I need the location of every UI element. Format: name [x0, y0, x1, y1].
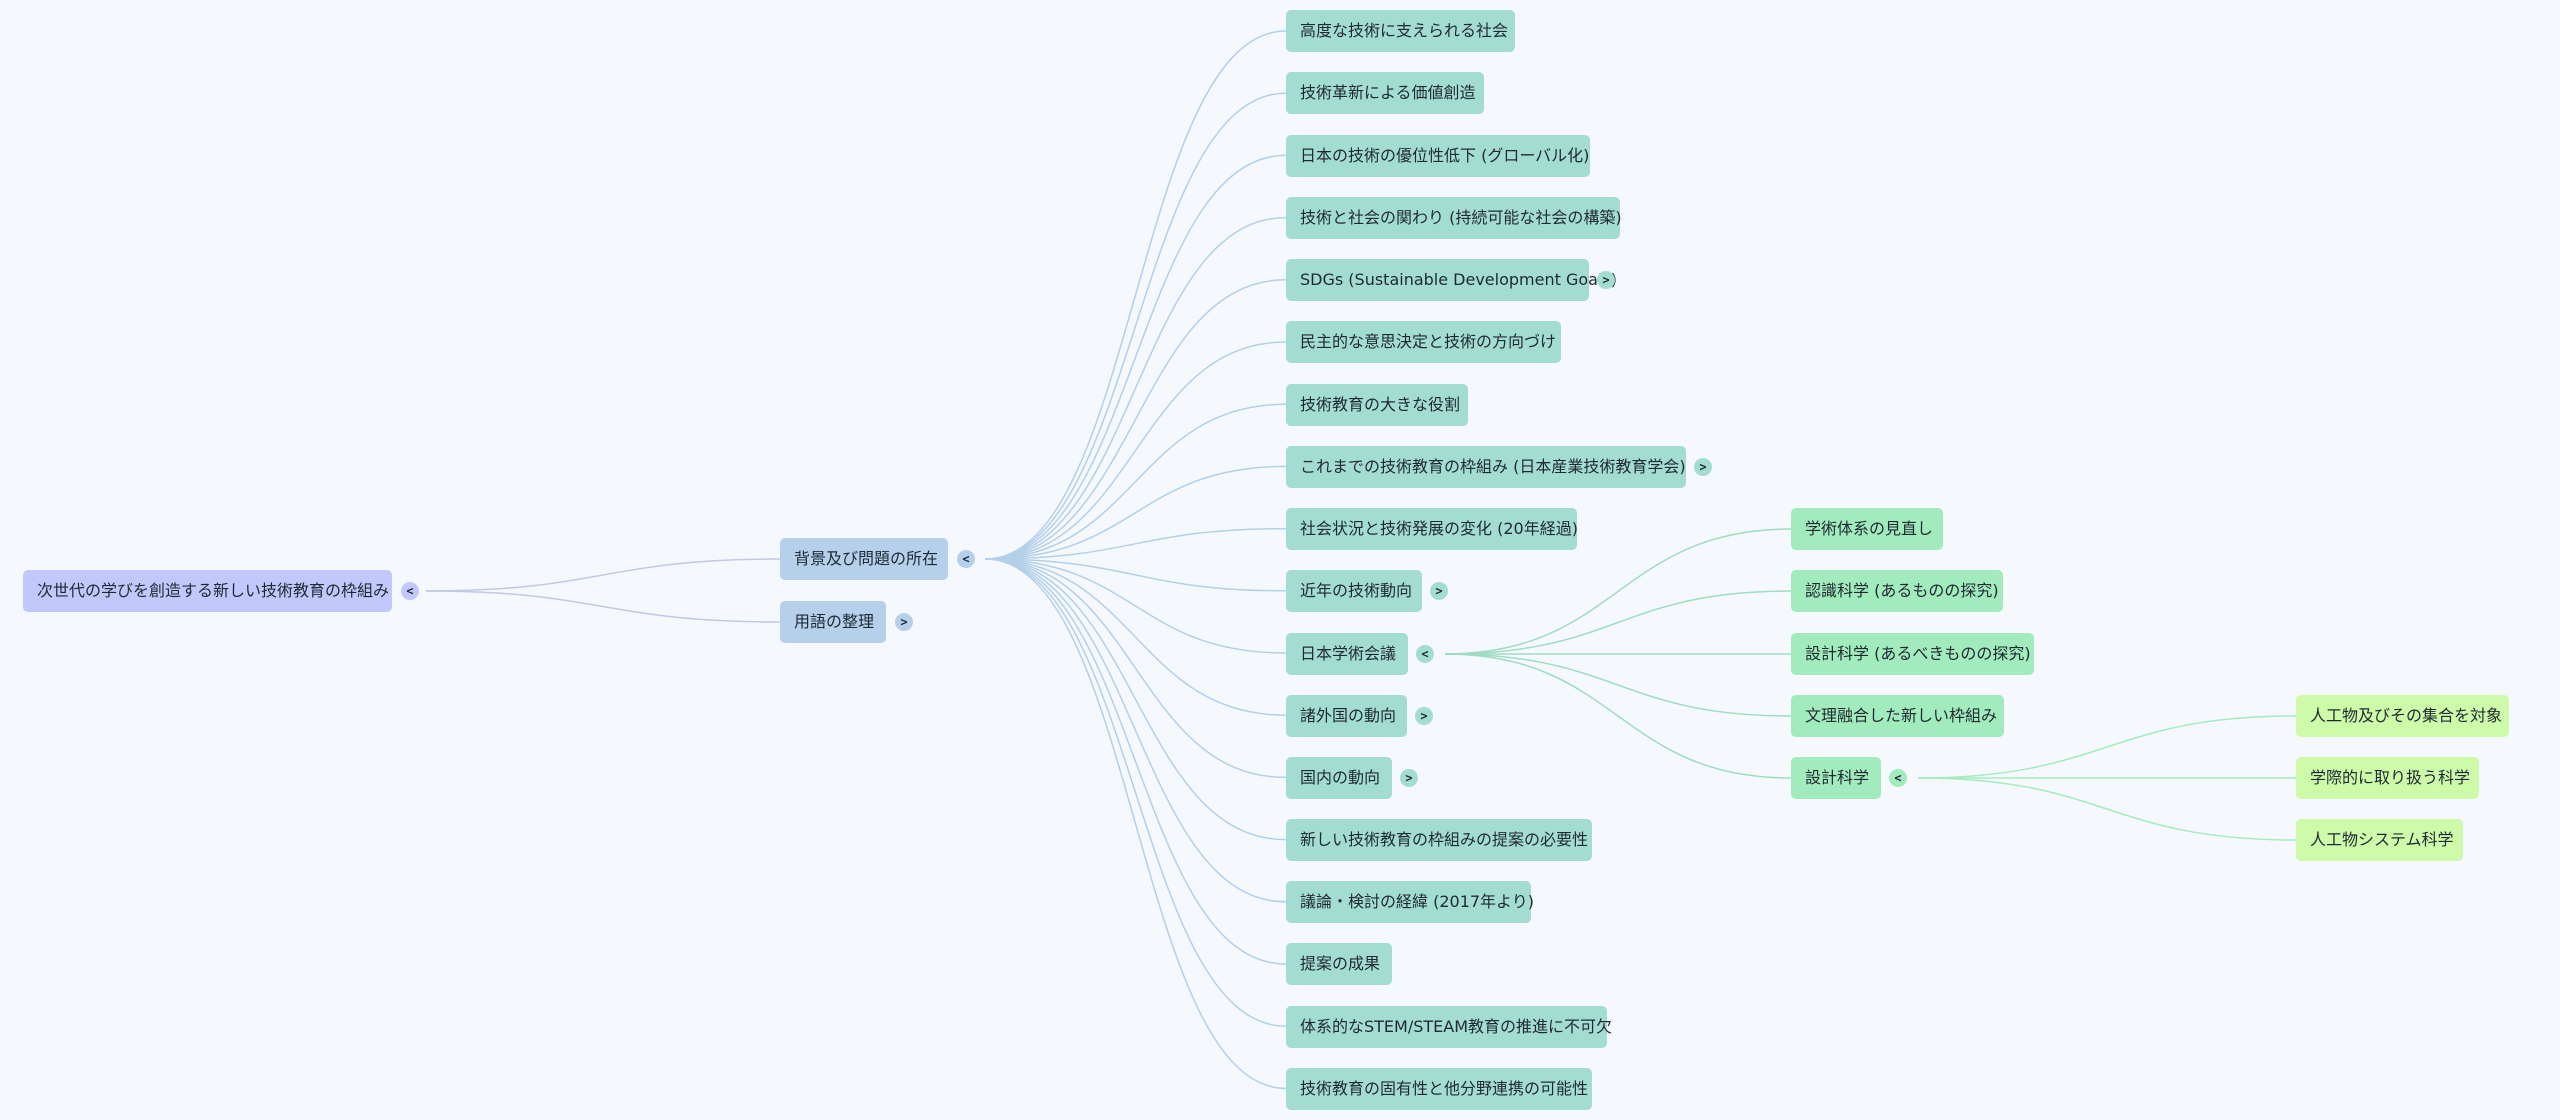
link-background-to-item-10: [984, 558, 1287, 592]
link-background-to-item-17: [984, 558, 1287, 1027]
link-background-to-item-6: [984, 341, 1287, 560]
node-council-item-4[interactable]: 文理融合した新しい枠組み: [1791, 695, 2004, 737]
link-background-to-item-9: [984, 527, 1287, 560]
domestic-trends-expand-toggle[interactable]: >: [1400, 769, 1418, 787]
node-bg-item-6[interactable]: 民主的な意思決定と技術の方向づけ: [1286, 321, 1561, 363]
link-background-to-item-1: [984, 30, 1287, 560]
node-terminology[interactable]: 用語の整理: [780, 601, 886, 643]
link-background-to-item-13: [984, 558, 1287, 779]
link-council-to-item-5: [1444, 653, 1792, 779]
link-design-to-item-1: [1917, 715, 2297, 779]
link-background-to-item-12: [984, 558, 1287, 716]
node-design-item-1[interactable]: 人工物及びその集合を対象: [2296, 695, 2509, 737]
link-root-to-background: [425, 558, 781, 592]
node-bg-item-4[interactable]: 技術と社会の関わり (持続可能な社会の構築): [1286, 197, 1622, 239]
link-background-to-item-7: [984, 403, 1287, 560]
link-background-to-item-18: [984, 558, 1287, 1090]
background-issues-collapse-toggle[interactable]: <: [957, 550, 975, 568]
science-council-collapse-toggle[interactable]: <: [1416, 645, 1434, 663]
node-bg-item-13[interactable]: 国内の動向: [1286, 757, 1392, 799]
node-bg-item-12[interactable]: 諸外国の動向: [1286, 695, 1407, 737]
node-bg-item-14[interactable]: 新しい技術教育の枠組みの提案の必要性: [1286, 819, 1592, 861]
node-council-item-2[interactable]: 認識科学 (あるものの探究): [1791, 570, 2003, 612]
node-bg-item-9[interactable]: 社会状況と技術発展の変化 (20年経過): [1286, 508, 1578, 550]
link-background-to-item-4: [984, 216, 1287, 560]
node-bg-item-7[interactable]: 技術教育の大きな役割: [1286, 384, 1468, 426]
link-council-to-item-4: [1444, 653, 1792, 717]
link-background-to-item-2: [984, 92, 1287, 560]
link-council-to-item-2: [1444, 590, 1792, 655]
node-bg-item-11-science-council[interactable]: 日本学術会議: [1286, 633, 1408, 675]
node-council-item-3[interactable]: 設計科学 (あるべきものの探究): [1791, 633, 2034, 675]
node-bg-item-18[interactable]: 技術教育の固有性と他分野連携の可能性: [1286, 1068, 1592, 1110]
root-collapse-toggle[interactable]: <: [401, 582, 419, 600]
recent-trends-expand-toggle[interactable]: >: [1430, 582, 1448, 600]
link-background-to-item-3: [984, 154, 1287, 560]
framework-history-expand-toggle[interactable]: >: [1694, 458, 1712, 476]
foreign-trends-expand-toggle[interactable]: >: [1415, 707, 1433, 725]
node-bg-item-2[interactable]: 技術革新による価値創造: [1286, 72, 1484, 114]
node-design-item-3[interactable]: 人工物システム科学: [2296, 819, 2463, 861]
link-background-to-item-8: [984, 465, 1287, 560]
link-background-to-item-15: [984, 558, 1287, 903]
node-bg-item-1[interactable]: 高度な技術に支えられる社会: [1286, 10, 1515, 52]
link-design-to-item-3: [1917, 777, 2297, 841]
link-background-to-item-11: [984, 558, 1287, 654]
node-bg-item-8[interactable]: これまでの技術教育の枠組み (日本産業技術教育学会): [1286, 446, 1686, 488]
link-background-to-item-5: [984, 279, 1287, 560]
node-council-item-5-design-science[interactable]: 設計科学: [1791, 757, 1881, 799]
terminology-expand-toggle[interactable]: >: [895, 613, 913, 631]
node-council-item-1[interactable]: 学術体系の見直し: [1791, 508, 1943, 550]
node-bg-item-5-sdgs[interactable]: SDGs (Sustainable Development Goals): [1286, 259, 1617, 301]
node-bg-item-3[interactable]: 日本の技術の優位性低下 (グローバル化): [1286, 135, 1590, 177]
sdgs-expand-toggle[interactable]: >: [1597, 271, 1615, 289]
node-bg-item-16[interactable]: 提案の成果: [1286, 943, 1392, 985]
node-bg-item-10[interactable]: 近年の技術動向: [1286, 570, 1422, 612]
node-bg-item-17[interactable]: 体系的なSTEM/STEAM教育の推進に不可欠: [1286, 1006, 1612, 1048]
node-bg-item-15[interactable]: 議論・検討の経緯 (2017年より): [1286, 881, 1534, 923]
link-council-to-item-1: [1444, 528, 1792, 655]
link-background-to-item-16: [984, 558, 1287, 965]
link-root-to-terminology: [425, 590, 781, 623]
root-node[interactable]: 次世代の学びを創造する新しい技術教育の枠組み: [23, 570, 392, 612]
node-design-item-2[interactable]: 学際的に取り扱う科学: [2296, 757, 2479, 799]
design-science-collapse-toggle[interactable]: <: [1889, 769, 1907, 787]
node-background-issues[interactable]: 背景及び問題の所在: [780, 538, 948, 580]
link-background-to-item-14: [984, 558, 1287, 841]
